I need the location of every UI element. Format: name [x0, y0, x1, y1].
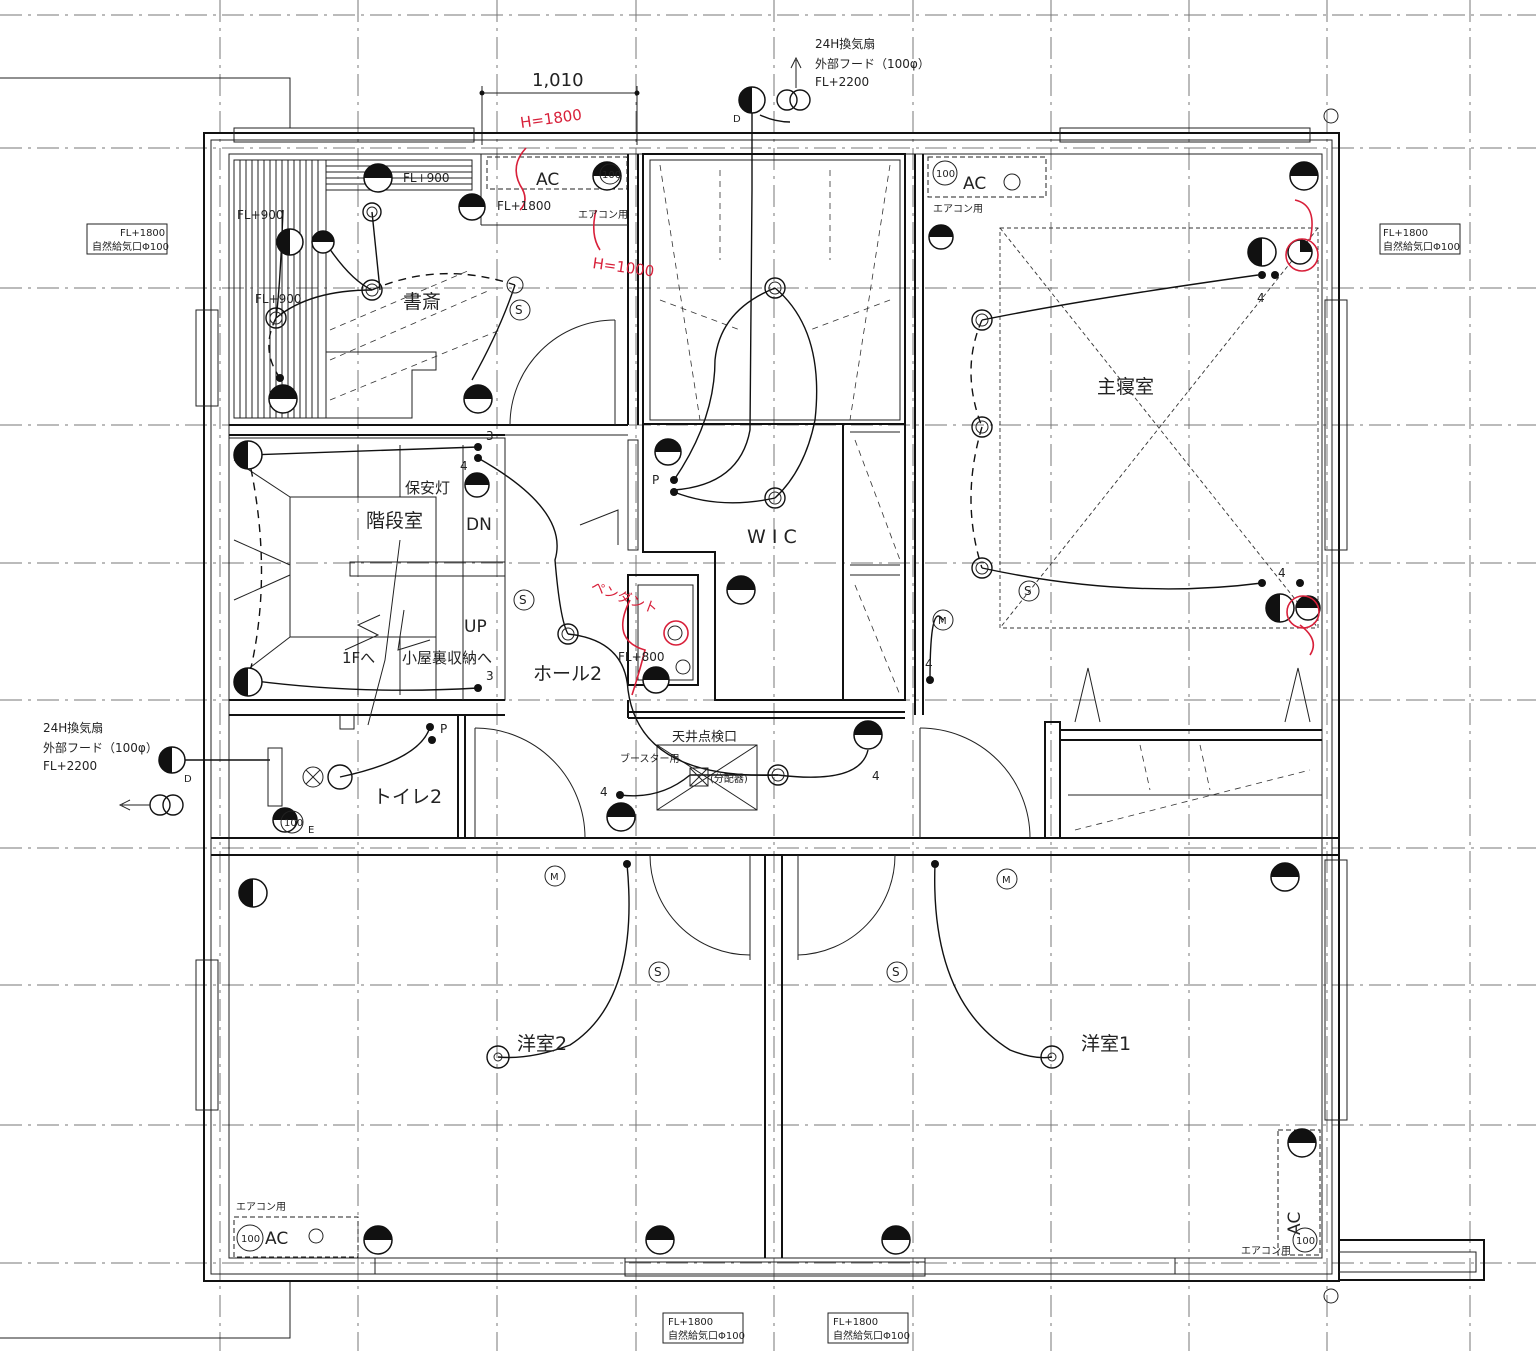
vent-left-label: 自然給気口Φ100	[92, 240, 169, 253]
duct-d-top: D	[733, 114, 741, 125]
vent-bottom1-label: 自然給気口Φ100	[668, 1329, 745, 1342]
count-4-wic: 4	[925, 657, 933, 671]
switch-s-western1: S	[892, 965, 900, 979]
ac-master-sleeve: 100	[936, 169, 955, 180]
dimension-line: 1,010	[479, 70, 640, 145]
ac-study-sleeve: 100	[602, 170, 621, 181]
vent-bottom1-height: FL+1800	[668, 1317, 713, 1328]
ceiling-light-symbols	[118, 56, 1064, 1069]
earth-e-toilet: E	[308, 825, 314, 836]
study-shelf-hatch	[233, 159, 501, 419]
bed-outline	[999, 227, 1319, 629]
markup-h1000: H=1000	[591, 254, 655, 280]
ac-master: AC	[963, 174, 986, 194]
fl900-b: FL+900	[237, 208, 284, 222]
count-4-master-bottom: 4	[1278, 566, 1286, 580]
vent-right-height: FL+1800	[1383, 228, 1428, 239]
ac-western1-purpose: エアコン用	[1241, 1246, 1291, 1257]
fan-top-hood: 外部フード（100φ）	[815, 56, 930, 71]
outlet-symbols	[268, 161, 1319, 1255]
vent-right-label: 自然給気口Φ100	[1383, 240, 1460, 253]
switch-symbols	[506, 276, 1040, 983]
switch-s-study: S	[515, 303, 523, 317]
boundary-line	[0, 77, 291, 128]
ac-western1: AC	[1285, 1212, 1305, 1235]
door-swings	[474, 319, 1031, 960]
count-3-top: 3	[486, 429, 494, 443]
room-wic: W I C	[747, 526, 797, 548]
junction-dots	[276, 271, 1304, 868]
stair-to-attic: 小屋裏収納へ	[402, 649, 492, 667]
annotations: FL+900 FL+900 FL+900 FL+800 天井点検口 ブースター用…	[184, 114, 1286, 979]
room-western-2: 洋室2	[517, 1033, 567, 1055]
count-4-hall: 4	[600, 785, 608, 799]
ac-study: AC	[536, 170, 559, 190]
exterior-walls	[195, 108, 1485, 1304]
pendant-p-wic: P	[652, 473, 659, 487]
pendant-p-toilet: P	[440, 722, 447, 736]
sensor-m-western1: M	[1002, 875, 1011, 886]
switch-s-western2: S	[654, 965, 662, 979]
room-labels: 書斎 階段室 W I C 主寝室 ホール2 トイレ2 洋室2 洋室1	[366, 291, 1154, 1055]
fl900-c: FL+900	[255, 292, 302, 306]
ceiling-inspection-hatch	[656, 744, 758, 811]
fl900-a: FL+900	[403, 171, 450, 185]
toilet-sleeve: 100	[284, 818, 303, 829]
fan-labels: 24H換気扇 外部フード（100φ） FL+2200 24H換気扇 外部フード（…	[43, 36, 930, 773]
stair-to-1f: 1Fへ	[342, 649, 375, 667]
vent-left-height: FL+1800	[120, 228, 165, 239]
electrical-symbols	[118, 56, 1321, 1255]
interior-walls	[211, 153, 1339, 1258]
duct-d-left: D	[184, 774, 192, 785]
sensor-m-western2: M	[550, 872, 559, 883]
fan-top-height: FL+2200	[815, 75, 869, 89]
count-3-bottom: 3	[486, 669, 494, 683]
room-toilet: トイレ2	[373, 786, 442, 808]
half-filled-fixtures	[158, 86, 1321, 908]
ceiling-hatch-label: 天井点検口	[672, 730, 737, 745]
switch-s-hall: S	[519, 593, 527, 607]
fl800: FL+800	[618, 650, 665, 664]
fan-left-height: FL+2200	[43, 759, 97, 773]
vent-bottom2-height: FL+1800	[833, 1317, 878, 1328]
vent-labels: FL+1800 自然給気口Φ100 FL+1800 自然給気口Φ100 FL+1…	[86, 223, 1461, 1344]
stair-down: DN	[466, 515, 492, 535]
ac-western1-sleeve: 100	[1296, 1236, 1315, 1247]
markup-h1800: H=1800	[519, 106, 583, 132]
count-4-hatch: 4	[872, 769, 880, 783]
ac-western2-purpose: エアコン用	[236, 1202, 286, 1213]
room-master-bedroom: 主寝室	[1097, 376, 1154, 398]
fan-top-title: 24H換気扇	[815, 36, 875, 51]
ac-western2: AC	[265, 1229, 288, 1249]
count-4-stair: 4	[460, 459, 468, 473]
boundary-line-bottom	[0, 1280, 291, 1339]
splitter-label: (分配器)	[710, 773, 748, 785]
ac-boxes	[233, 156, 1321, 1258]
room-stair: 階段室	[366, 510, 423, 532]
switch-s-master: S	[1024, 584, 1032, 598]
security-light-label: 保安灯	[405, 479, 450, 497]
ac-master-purpose: エアコン用	[933, 204, 983, 215]
sensor-m-master: M	[938, 616, 947, 627]
vent-bottom2-label: 自然給気口Φ100	[833, 1329, 910, 1342]
ac-western2-sleeve: 100	[241, 1234, 260, 1245]
stair-up: UP	[464, 617, 487, 637]
room-hall: ホール2	[533, 663, 602, 685]
ac-labels: AC FL+1800 エアコン用 100 AC 100 エアコン用 AC 100…	[236, 160, 1318, 1257]
ac-study-purpose: エアコン用	[578, 210, 628, 221]
dimension-value: 1,010	[532, 70, 584, 91]
room-study: 書斎	[403, 291, 441, 313]
fan-left-title: 24H換気扇	[43, 720, 103, 735]
booster-label: ブースター用	[620, 752, 680, 765]
fan-left-hood: 外部フード（100φ）	[43, 740, 158, 755]
red-markups: H=1800 H=1000 ペンダント	[515, 106, 1320, 696]
ac-study-height: FL+1800	[497, 199, 551, 213]
room-western-1: 洋室1	[1081, 1033, 1131, 1055]
wiring	[175, 110, 1263, 1059]
stair-labels: DN UP 1Fへ 小屋裏収納へ 保安灯	[342, 479, 492, 667]
staircase	[233, 445, 506, 726]
count-4-master-top: 4	[1257, 291, 1265, 305]
